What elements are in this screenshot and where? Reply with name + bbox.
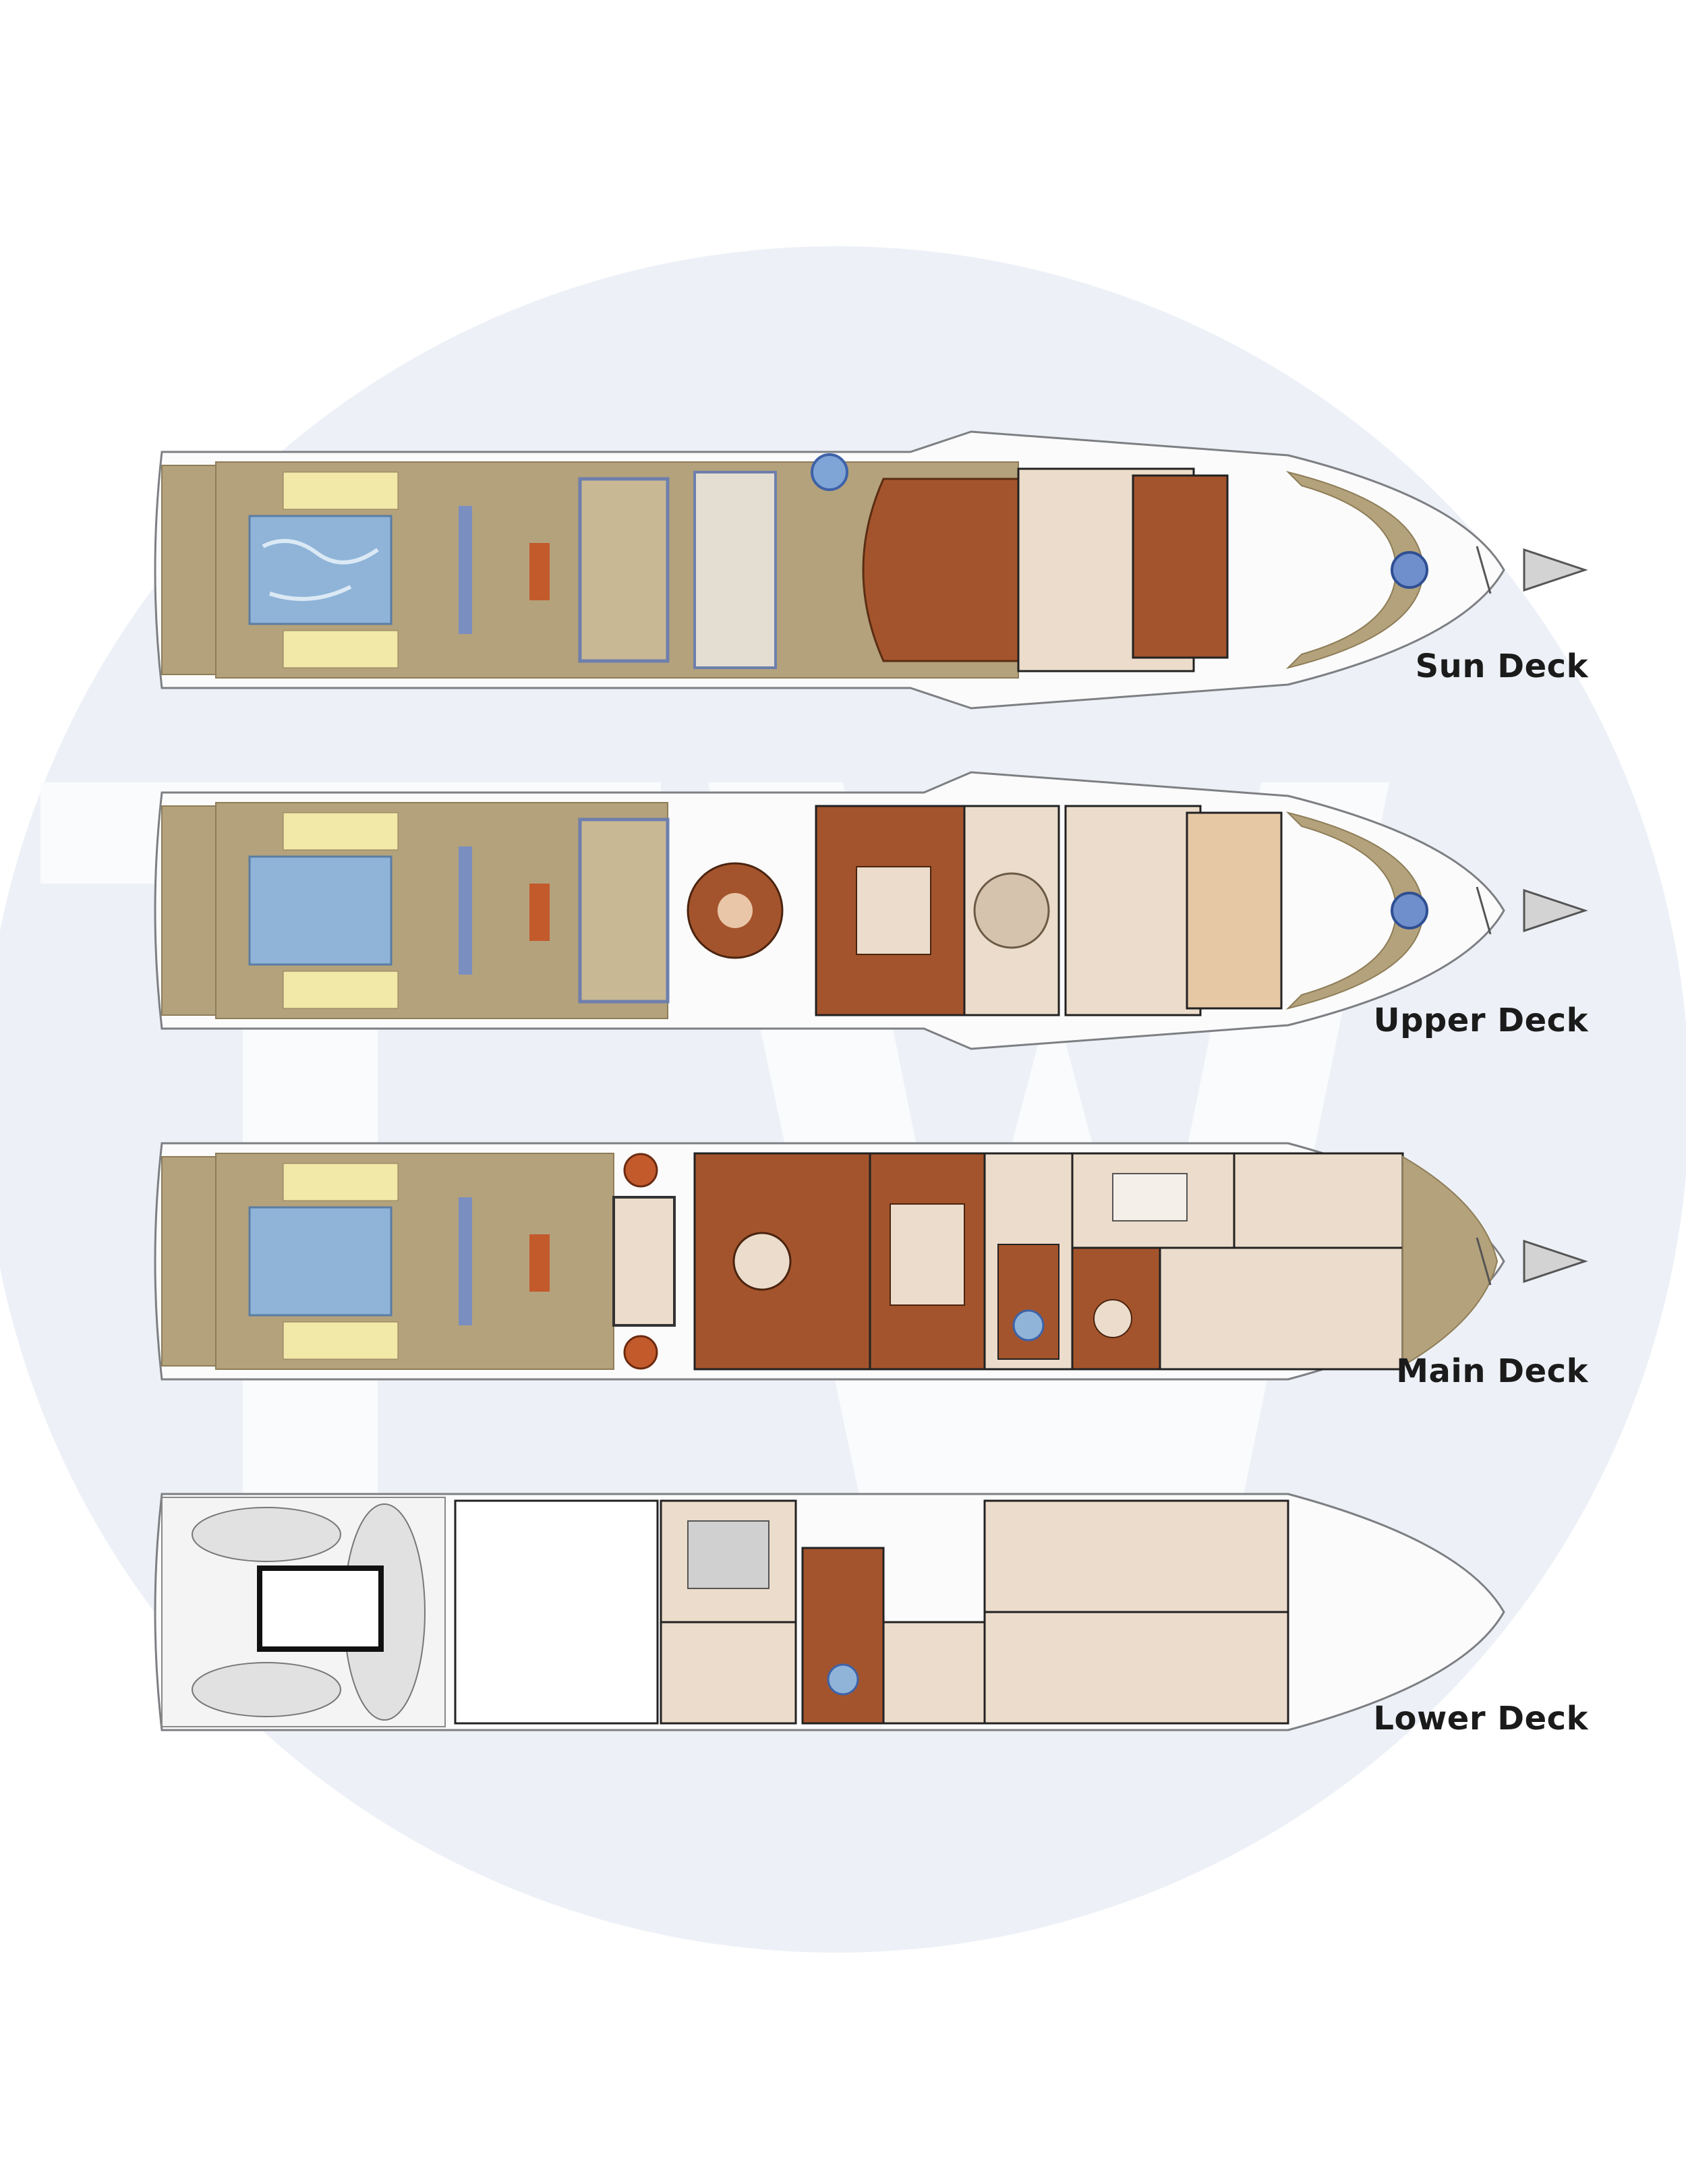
lounge-sofa <box>612 1196 676 1327</box>
pool <box>248 1206 393 1317</box>
lift-marker <box>1012 1309 1045 1342</box>
lift-marker <box>827 1663 859 1696</box>
captain-cabin <box>882 1621 986 1725</box>
helipad-marker <box>1391 551 1428 589</box>
deck-label-upper: Upper Deck <box>1373 1002 1588 1039</box>
spiral-staircase <box>973 872 1050 949</box>
sunbed-row-top <box>283 1163 399 1201</box>
owner-suite <box>1064 805 1202 1016</box>
main-deck-plan <box>154 1142 1588 1381</box>
sun-deck-plan <box>154 430 1588 710</box>
aft-teak-platform <box>161 465 216 675</box>
deck-label-lower: Lower Deck <box>1373 1700 1588 1737</box>
bow-anchor-gear <box>1476 1237 1588 1286</box>
tender-boat-top <box>192 1507 341 1562</box>
vip-round-table <box>732 1232 792 1291</box>
bow-anchor-gear <box>1476 546 1588 594</box>
helm-station <box>693 471 777 669</box>
sunbed-row-bottom <box>283 1321 399 1360</box>
family-round-table <box>1093 1299 1132 1338</box>
bar-counter <box>459 506 472 634</box>
spa-pool <box>811 453 848 491</box>
aft-round-table-top <box>623 1153 658 1188</box>
foredeck-teak <box>1285 471 1424 669</box>
deck-label-sun: Sun Deck <box>1415 648 1588 685</box>
sunbed-row-bottom <box>283 971 399 1009</box>
skylounge-dining <box>1132 474 1229 659</box>
bow-anchor-gear <box>1476 886 1588 935</box>
aft-teak-platform <box>161 805 216 1016</box>
lounge-sofa <box>578 817 670 1004</box>
sunbed-row-top <box>283 471 399 510</box>
lounge-sofa <box>578 477 670 663</box>
galley-island <box>687 1520 769 1589</box>
jacuzzi-pool <box>248 515 393 625</box>
garage-hatch <box>257 1565 384 1652</box>
engine-room <box>454 1499 659 1725</box>
sunbed-row-top <box>283 812 399 851</box>
saloon-seating <box>856 866 931 955</box>
deck-label-main: Main Deck <box>1396 1352 1588 1390</box>
bar-counter <box>459 1197 472 1325</box>
master-cabin <box>1233 1152 1404 1249</box>
upper-deck-plan <box>154 771 1588 1050</box>
dining-room <box>1071 1152 1236 1249</box>
helipad-marker <box>1391 892 1428 929</box>
round-table-top <box>718 893 753 928</box>
pool <box>248 855 393 966</box>
stair-landing <box>997 1244 1059 1360</box>
aft-teak-platform <box>161 1156 216 1367</box>
lower-deck-plan <box>154 1493 1505 1731</box>
aft-round-table-bottom <box>623 1335 658 1370</box>
tender-boat-bottom <box>192 1662 341 1717</box>
saloon-seating <box>890 1203 965 1306</box>
stair-lobby <box>801 1547 885 1725</box>
skylounge-floor <box>862 478 1020 662</box>
lounge-table <box>529 543 550 600</box>
bar-counter <box>459 846 472 975</box>
sunbed-row-bottom <box>283 630 399 668</box>
pool-pattern <box>262 539 379 601</box>
foredeck-teak <box>1402 1155 1499 1367</box>
dining-table <box>1112 1173 1188 1222</box>
lounge-table <box>529 884 550 941</box>
crew-lounge <box>660 1621 797 1725</box>
guest-cabins <box>1159 1246 1404 1371</box>
foredeck-teak <box>1285 811 1424 1010</box>
owner-bedroom <box>1186 811 1283 1010</box>
lounge-table <box>529 1234 550 1292</box>
